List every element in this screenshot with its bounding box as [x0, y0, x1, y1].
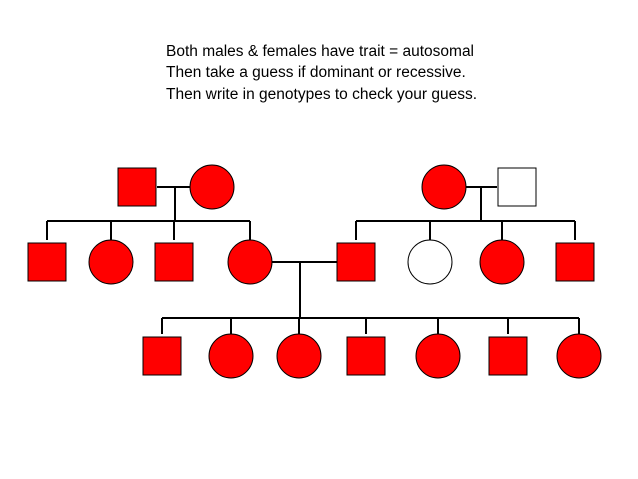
g3-4-affected-square-icon	[346, 336, 386, 376]
instruction-line-1: Both males & females have trait = autoso…	[166, 43, 475, 60]
instruction-line-3: Then write in genotypes to check your gu…	[166, 86, 478, 103]
g2-6-unaffected-circle-icon	[407, 239, 453, 285]
g1-left-father-affected-square-icon	[117, 167, 157, 207]
g2-5-affected-square-icon	[336, 242, 376, 282]
g2-3-affected-square-icon	[154, 242, 194, 282]
g3-1-affected-square-icon	[142, 336, 182, 376]
g2-1-affected-square-icon	[27, 242, 67, 282]
pedigree-lines	[46, 186, 580, 334]
g2-8-affected-square-icon	[555, 242, 595, 282]
g2-7-affected-circle-icon	[479, 239, 525, 285]
g1-left-mother-affected-circle-icon	[189, 164, 235, 210]
pedigree-symbols	[27, 164, 602, 379]
g2-2-affected-circle-icon	[88, 239, 134, 285]
g1-right-mother-affected-circle-icon	[421, 164, 467, 210]
g3-5-affected-circle-icon	[415, 333, 461, 379]
instruction-line-2: Then take a guess if dominant or recessi…	[166, 64, 466, 81]
g1-right-father-unaffected-square-icon	[497, 167, 537, 207]
g2-4-affected-circle-icon	[227, 239, 273, 285]
g3-7-affected-circle-icon	[556, 333, 602, 379]
g3-6-affected-square-icon	[488, 336, 528, 376]
g3-2-affected-circle-icon	[208, 333, 254, 379]
g3-3-affected-circle-icon	[276, 333, 322, 379]
